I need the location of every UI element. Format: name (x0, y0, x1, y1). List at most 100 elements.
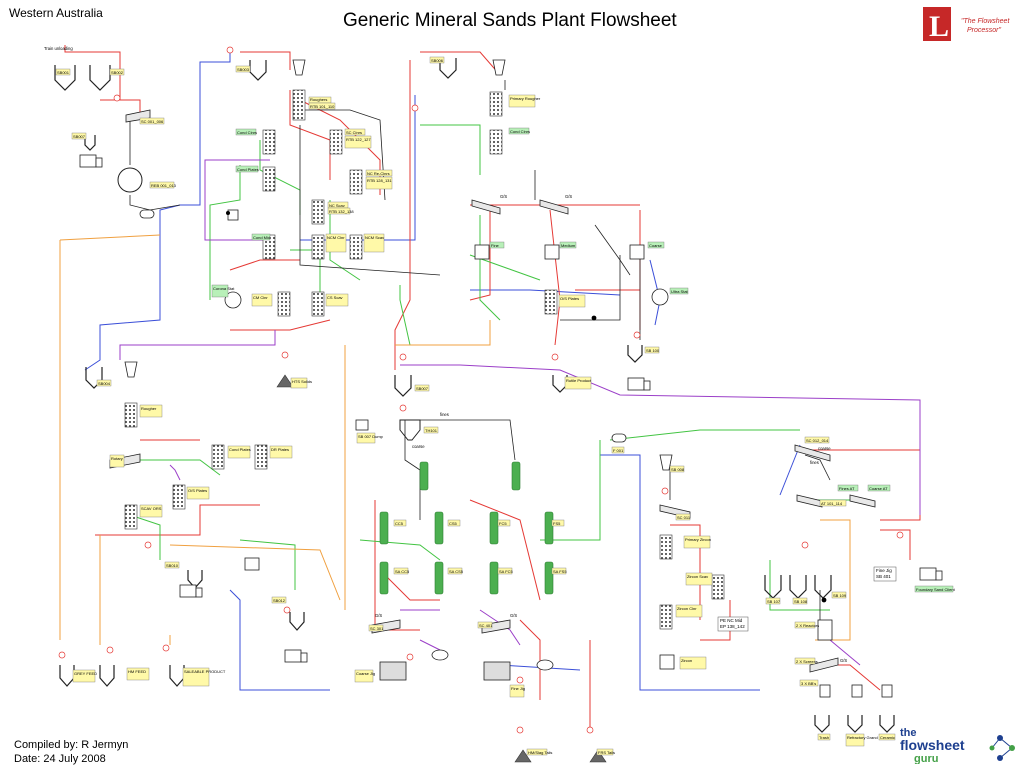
svg-text:SB012: SB012 (273, 598, 286, 603)
tails-stockpiles (276, 374, 607, 763)
svg-text:SB 401: SB 401 (876, 574, 891, 579)
svg-text:SC 301: SC 301 (370, 626, 384, 631)
svg-text:NCM Clnr: NCM Clnr (327, 235, 345, 240)
svg-text:Fine Jig: Fine Jig (511, 686, 525, 691)
junction-dots (226, 211, 827, 603)
pumps (58, 46, 904, 734)
magnetic-separators (224, 209, 675, 670)
svg-text:SB 100: SB 100 (646, 348, 660, 353)
svg-text:SB004: SB004 (98, 381, 111, 386)
svg-text:SB 007 Dump: SB 007 Dump (358, 434, 384, 439)
svg-text:G/S: G/S (375, 613, 382, 618)
svg-text:SA CC5: SA CC5 (395, 569, 410, 574)
logo-caption-line1: "The Flowsheet (961, 18, 1010, 25)
svg-text:SB007: SB007 (416, 386, 429, 391)
svg-text:Ceramic: Ceramic (880, 735, 895, 740)
svg-text:Zircon: Zircon (681, 658, 692, 663)
region-label: Western Australia (9, 6, 103, 20)
svg-text:Fine Jig: Fine Jig (876, 568, 892, 573)
streams-orange (59, 234, 851, 645)
svg-text:3 X BB's: 3 X BB's (801, 681, 816, 686)
green-tags: Cond Clnrs Cond Plates Cond Mid Corona S… (211, 127, 956, 593)
svg-text:Rougher: Rougher (141, 406, 157, 411)
svg-text:EP 138_142: EP 138_142 (720, 624, 745, 629)
svg-text:Cond Plates: Cond Plates (229, 447, 251, 452)
svg-text:Medium: Medium (561, 243, 576, 248)
company-logo: L "The Flowsheet Processor" (921, 4, 1021, 44)
svg-text:SA FC5: SA FC5 (499, 569, 514, 574)
flowsheet-guru-brand: the flowsheet guru (900, 724, 1020, 765)
reactor (139, 209, 893, 698)
svg-text:Trash: Trash (819, 735, 829, 740)
svg-text:HTS Solids: HTS Solids (292, 379, 312, 384)
svg-text:RTB 132_138: RTB 132_138 (329, 209, 354, 214)
svg-text:NC Scav: NC Scav (329, 203, 345, 208)
yellow-tags: SB001 SB002 SC 001_006 SB007 REB 001_013… (55, 56, 896, 756)
svg-text:Cond Clnrs: Cond Clnrs (510, 129, 530, 134)
svg-text:Rotary: Rotary (111, 456, 123, 461)
svg-text:PE NC Mid: PE NC Mid (720, 618, 743, 623)
svg-text:Coarse: Coarse (649, 243, 663, 248)
svg-text:RTB 128_131: RTB 128_131 (367, 178, 392, 183)
svg-text:Foundary Sand Client: Foundary Sand Client (916, 587, 956, 592)
logo-caption-line2: Processor" (967, 27, 1002, 34)
svg-text:FRS Tails: FRS Tails (598, 750, 615, 755)
svg-text:coarse: coarse (412, 444, 425, 449)
svg-text:Primary Zircon: Primary Zircon (685, 537, 711, 542)
svg-text:NCM Scav: NCM Scav (365, 235, 384, 240)
svg-text:SB001: SB001 (57, 70, 70, 75)
spirals (379, 461, 554, 595)
jigs (379, 649, 554, 681)
svg-text:Primary Rougher: Primary Rougher (510, 96, 541, 101)
svg-text:CS5: CS5 (449, 521, 458, 526)
svg-text:Refractory Grand: Refractory Grand (847, 735, 878, 740)
svg-text:SC 012_014: SC 012_014 (806, 438, 829, 443)
svg-text:2 X Reactors: 2 X Reactors (796, 623, 819, 628)
svg-text:SC 401: SC 401 (479, 623, 493, 628)
svg-text:Corona Stat: Corona Stat (213, 286, 235, 291)
svg-text:Train unloading: Train unloading (44, 46, 73, 51)
streams-blue (84, 52, 801, 691)
svg-text:2 X Screens: 2 X Screens (796, 659, 818, 664)
plain-boxes: PE NC Mid EP 138_142 Fine Jig SB 401 (717, 566, 897, 632)
svg-text:SB 108: SB 108 (794, 599, 808, 604)
svg-text:SALEABLE PRODUCT: SALEABLE PRODUCT (184, 669, 226, 674)
svg-text:Coarse Jig: Coarse Jig (356, 671, 375, 676)
trucks (79, 154, 943, 663)
svg-text:SB002: SB002 (111, 70, 124, 75)
cyclones (124, 59, 673, 471)
svg-text:G/S: G/S (500, 194, 507, 199)
hoppers (54, 58, 895, 733)
svg-text:TH101: TH101 (425, 428, 438, 433)
svg-text:AT 101_114: AT 101_114 (821, 501, 843, 506)
svg-text:Ultra Stat: Ultra Stat (671, 289, 689, 294)
thickener (117, 167, 421, 441)
svg-text:FS5: FS5 (553, 521, 561, 526)
svg-text:SB010: SB010 (166, 563, 179, 568)
svg-text:SC 001_006: SC 001_006 (141, 119, 164, 124)
svg-text:RTB 101_110: RTB 101_110 (310, 104, 335, 109)
svg-text:Fine: Fine (491, 243, 500, 248)
svg-text:fines: fines (440, 412, 449, 417)
svg-text:Cond Plates: Cond Plates (237, 167, 259, 172)
svg-text:GREY FEED: GREY FEED (74, 671, 97, 676)
page-title: Generic Mineral Sands Plant Flowsheet (343, 10, 677, 31)
svg-text:Cond Clnrs: Cond Clnrs (237, 130, 257, 135)
brand-network-icon (989, 735, 1015, 761)
svg-text:NC Re-Clnrs: NC Re-Clnrs (367, 171, 390, 176)
streams-purple (119, 159, 921, 666)
svg-text:SB007: SB007 (73, 134, 86, 139)
svg-text:SC Clnrs: SC Clnrs (346, 130, 362, 135)
svg-text:Coarse AT: Coarse AT (869, 486, 888, 491)
svg-text:O/S Plates: O/S Plates (188, 488, 207, 493)
brand-guru: guru (914, 753, 938, 764)
svg-text:HM FEED: HM FEED (128, 669, 146, 674)
footer-date: Date: 24 July 2008 (14, 753, 106, 765)
svg-text:Zircon Clnr: Zircon Clnr (677, 606, 697, 611)
spiral-banks (124, 89, 725, 630)
brand-the: the (900, 727, 917, 739)
svg-text:SA FS5: SA FS5 (553, 569, 567, 574)
svg-text:Rutile Product: Rutile Product (566, 378, 592, 383)
svg-text:Cond Mid: Cond Mid (253, 235, 270, 240)
svg-text:G/S: G/S (565, 194, 572, 199)
